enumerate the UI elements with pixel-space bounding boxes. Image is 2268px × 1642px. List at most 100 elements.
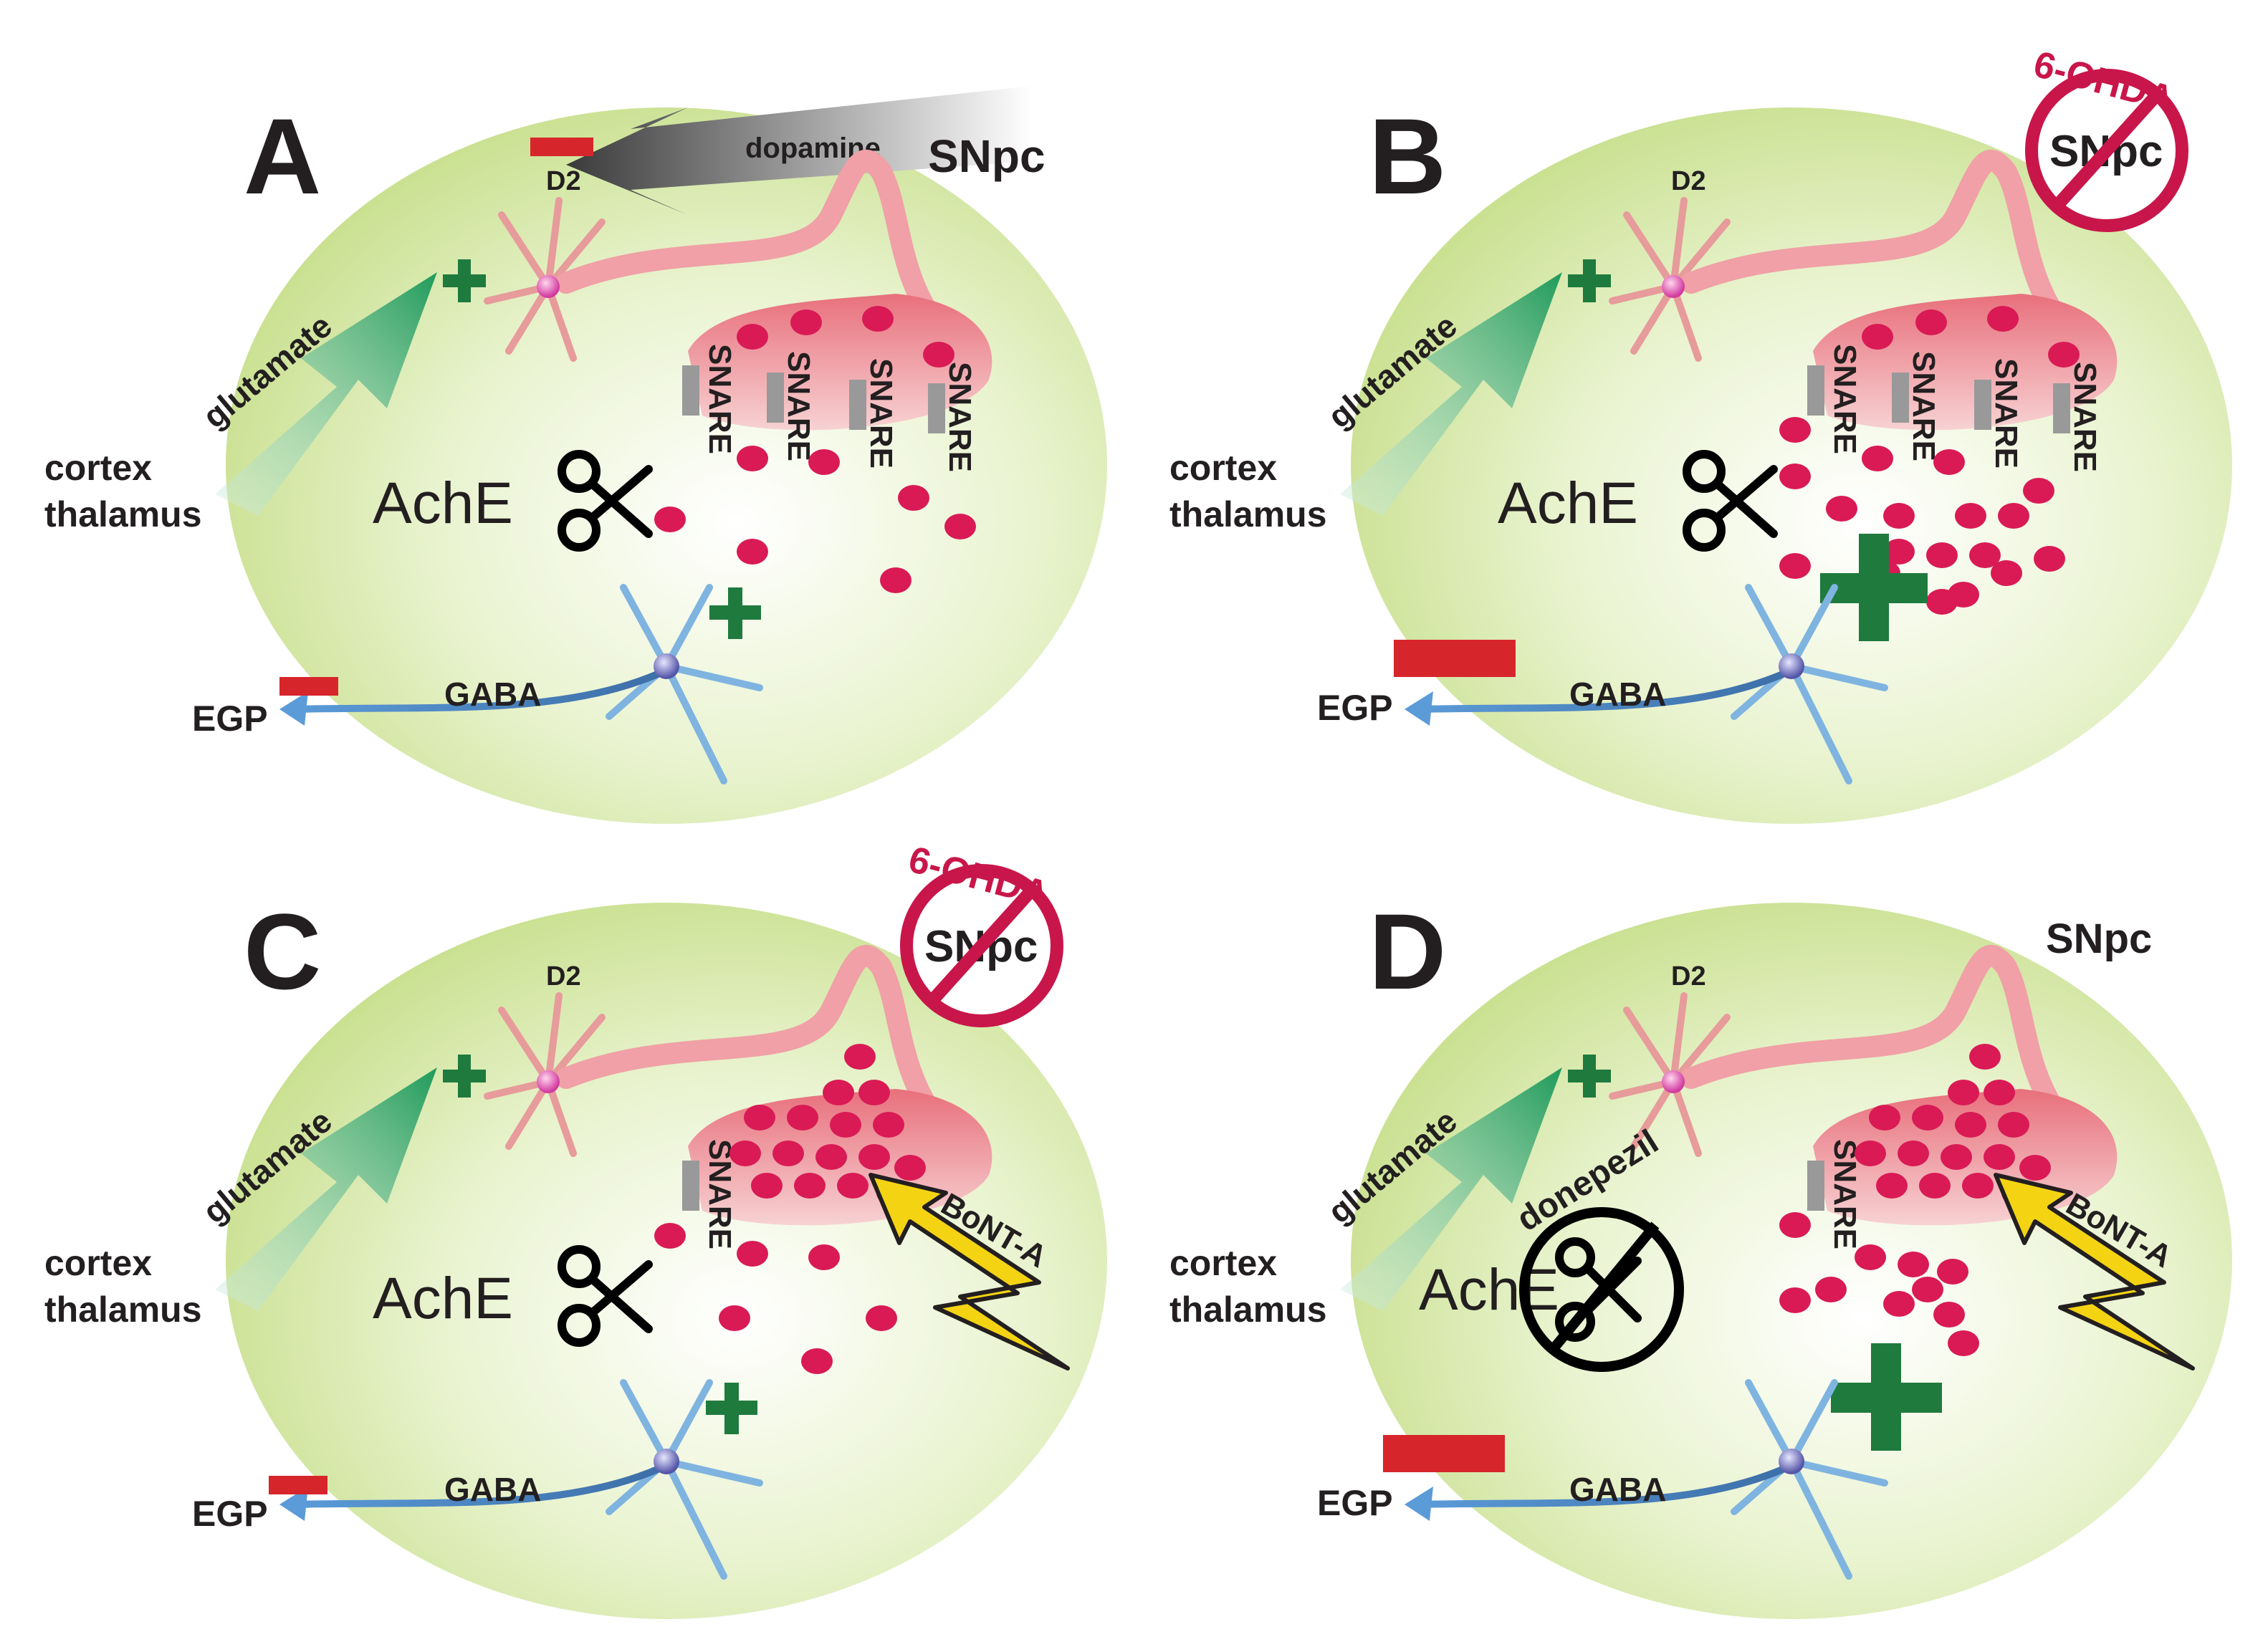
egp-label: EGP xyxy=(192,1494,268,1534)
panel-a: A glutamate cortex thalamus dopamine SNp… xyxy=(44,86,1107,824)
ache-label: AchE xyxy=(373,1266,513,1331)
toxin-bolt xyxy=(1994,1173,2195,1370)
excitation-plus xyxy=(443,259,486,302)
cholinergic-plus xyxy=(709,587,761,639)
cortex-label: cortex xyxy=(44,1243,152,1283)
snare-complexes xyxy=(1807,365,2070,433)
glutamate-arrow xyxy=(215,1067,437,1311)
d2-label: D2 xyxy=(1671,961,1706,992)
ache-label: AchE xyxy=(373,471,513,536)
ach-vesicles xyxy=(1779,1044,2051,1356)
gaba-arrowhead xyxy=(1405,1487,1433,1521)
cholinergic-plus xyxy=(1831,1343,1942,1451)
snpc-label: SNpc xyxy=(928,130,1046,182)
axon-terminal xyxy=(1813,294,2118,431)
thalamus-label: thalamus xyxy=(44,1290,202,1330)
toxin-bolt xyxy=(869,1173,1070,1370)
ach-vesicles xyxy=(1779,306,2080,615)
lesion-sign: SNpc 6-OHDA xyxy=(2025,44,2188,232)
excitation-plus xyxy=(1568,1055,1611,1098)
soma xyxy=(1662,1070,1685,1093)
egp-inhibit-bar xyxy=(1394,640,1516,677)
gaba-label: GABA xyxy=(444,676,541,713)
snpc-label: SNpc xyxy=(2046,916,2152,962)
gaba-axon xyxy=(293,1465,661,1508)
glutamate-arrow xyxy=(1340,272,1562,516)
soma xyxy=(537,275,560,298)
snare-label: SNARE xyxy=(1989,358,2024,469)
axon-terminal xyxy=(688,294,992,431)
panel-letter: B xyxy=(1369,96,1446,216)
scissors-icon xyxy=(558,1245,653,1347)
gaba-label: GABA xyxy=(1569,1471,1666,1508)
medium-spiny-neuron xyxy=(1731,1379,1888,1580)
gaba-axon xyxy=(293,670,661,713)
thalamus-label: thalamus xyxy=(44,494,202,534)
snare-label: SNARE xyxy=(781,351,816,461)
snare-label: SNARE xyxy=(2067,362,2102,472)
thalamus-label: thalamus xyxy=(1169,494,1327,534)
cholinergic-interneuron xyxy=(484,197,606,362)
snare-complexes xyxy=(682,365,945,433)
glutamate-arrow xyxy=(215,272,437,516)
snare-complexes xyxy=(1807,1161,1824,1211)
snare-label: SNARE xyxy=(1827,344,1862,454)
axon xyxy=(555,150,957,347)
cortex-label: cortex xyxy=(44,448,152,488)
egp-label: EGP xyxy=(192,698,268,739)
snare-label: SNARE xyxy=(942,362,977,472)
dopamine-arrow xyxy=(566,86,1032,215)
egp-inhibit-bar xyxy=(279,677,338,696)
soma xyxy=(1662,275,1685,298)
scissors-icon xyxy=(558,450,653,552)
scissors-icon xyxy=(1683,450,1778,552)
cholinergic-plus xyxy=(706,1383,757,1434)
panel-c: C glutamate cortex thalamus D2 SNpc 6-OH… xyxy=(44,839,1107,1619)
msn-soma xyxy=(1779,1449,1804,1474)
d2-inhibit-bar xyxy=(530,138,593,156)
ache-label: AchE xyxy=(1498,471,1638,536)
panel-letter: C xyxy=(244,891,321,1012)
egp-label: EGP xyxy=(1317,688,1393,728)
gaba-label: GABA xyxy=(444,1471,541,1508)
cortex-label: cortex xyxy=(1169,1243,1277,1283)
axon xyxy=(555,945,957,1143)
d2-label: D2 xyxy=(546,961,581,992)
gaba-label: GABA xyxy=(1569,676,1666,713)
ache-label: AchE xyxy=(1419,1257,1559,1322)
snare-label: SNARE xyxy=(702,344,737,454)
excitation-plus xyxy=(1568,259,1611,302)
panel-b: B glutamate cortex thalamus D2 SNpc 6-OH… xyxy=(1169,44,2232,824)
cholinergic-interneuron xyxy=(484,992,606,1157)
egp-label: EGP xyxy=(1317,1483,1393,1523)
axon xyxy=(1680,150,2082,347)
gaba-arrowhead xyxy=(279,691,308,726)
panel-letter: A xyxy=(244,96,321,216)
egp-inhibit-bar xyxy=(1383,1435,1505,1472)
cortex-label: cortex xyxy=(1169,448,1277,488)
thalamus-label: thalamus xyxy=(1169,1290,1327,1330)
snare-label: SNARE xyxy=(1906,351,1941,461)
glutamate-arrow xyxy=(1340,1067,1562,1311)
msn-soma xyxy=(654,653,679,679)
msn-soma xyxy=(1779,653,1804,679)
excitation-plus xyxy=(443,1055,486,1098)
d2-label: D2 xyxy=(546,166,581,196)
soma xyxy=(537,1070,560,1093)
gaba-axon xyxy=(1418,1465,1786,1508)
gaba-arrowhead xyxy=(279,1487,308,1521)
cholinergic-interneuron xyxy=(1609,992,1731,1157)
medium-spiny-neuron xyxy=(1731,584,1888,784)
snare-complexes xyxy=(682,1161,699,1211)
egp-inhibit-bar xyxy=(269,1476,327,1494)
donepezil-block-sign xyxy=(1519,1207,1684,1372)
axon xyxy=(1680,945,2082,1143)
panel-d: D glutamate cortex thalamus D2 SNpc SNAR… xyxy=(1169,891,2232,1619)
ach-vesicles xyxy=(654,306,976,593)
msn-soma xyxy=(654,1449,679,1474)
cholinergic-plus xyxy=(1820,534,1928,641)
snare-label: SNARE xyxy=(863,358,899,469)
d2-label: D2 xyxy=(1671,166,1706,196)
panel-letter: D xyxy=(1369,891,1446,1012)
